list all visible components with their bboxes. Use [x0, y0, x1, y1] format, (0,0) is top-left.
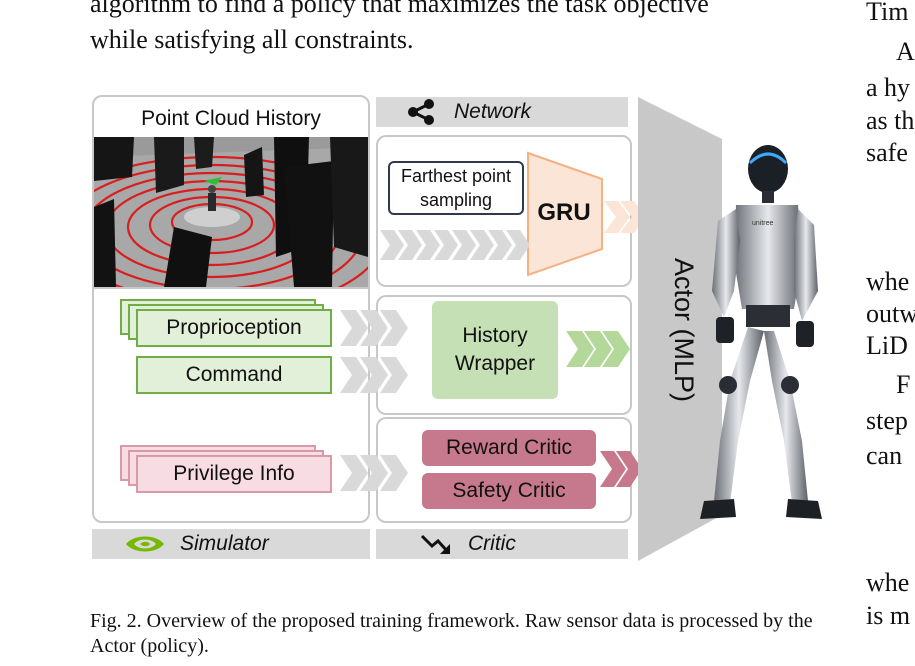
- simulator-label: Simulator: [180, 532, 269, 555]
- right-col-line: safe: [866, 138, 908, 167]
- right-col-line: Tim: [866, 0, 909, 26]
- point-cloud-title: Point Cloud History: [141, 107, 321, 130]
- network-bar: Network: [376, 97, 628, 127]
- gru-block: [527, 151, 603, 277]
- robot-brand-text: unitree: [752, 220, 774, 227]
- right-col-line: outw: [866, 299, 915, 328]
- framework-figure: Point Cloud History: [90, 95, 850, 565]
- right-col-line: is m: [866, 601, 911, 630]
- chevron-arrows: [340, 201, 646, 491]
- figure-caption: Fig. 2. Overview of the proposed trainin…: [90, 610, 813, 657]
- safety-critic-box: Safety Critic: [422, 473, 596, 509]
- farthest-point-sampling-box: Farthest point sampling: [388, 161, 524, 215]
- simulator-divider: [92, 287, 370, 289]
- actor-block: [638, 97, 722, 561]
- nvidia-logo-icon: [124, 533, 166, 555]
- right-col-line: LiD: [866, 331, 908, 360]
- network-label: Network: [454, 100, 532, 123]
- gru-label: GRU: [537, 199, 591, 226]
- intro-line-2: while satisfying all constraints.: [90, 25, 414, 54]
- right-col-line: as th: [866, 106, 915, 135]
- humanoid-robot-image: unitree: [690, 141, 830, 561]
- proprioception-box: Proprioception: [136, 309, 332, 347]
- history-wrapper-box: History Wrapper: [432, 301, 558, 399]
- right-col-line: F: [896, 370, 911, 399]
- right-col-line: whe: [866, 568, 910, 597]
- critic-bar: Critic: [376, 529, 628, 559]
- right-col-line: can: [866, 441, 903, 470]
- privilege-info-box: Privilege Info: [136, 455, 332, 493]
- share-icon: [406, 99, 436, 125]
- right-col-line: step: [866, 406, 908, 435]
- fps-label: Farthest point sampling: [400, 166, 512, 210]
- trend-down-arrow-icon: [420, 532, 452, 556]
- command-box: Command: [136, 356, 332, 394]
- point-cloud-image: [94, 137, 368, 287]
- simulator-bar: Simulator: [92, 529, 370, 559]
- reward-critic-box: Reward Critic: [422, 430, 596, 466]
- right-col-line: A: [896, 37, 915, 66]
- history-wrapper-label: History Wrapper: [454, 324, 536, 375]
- right-col-line: a hy: [866, 73, 911, 102]
- critic-label: Critic: [468, 532, 516, 555]
- right-col-line: whe: [866, 267, 910, 296]
- intro-line-1: algorithm to find a policy that maximize…: [90, 0, 709, 18]
